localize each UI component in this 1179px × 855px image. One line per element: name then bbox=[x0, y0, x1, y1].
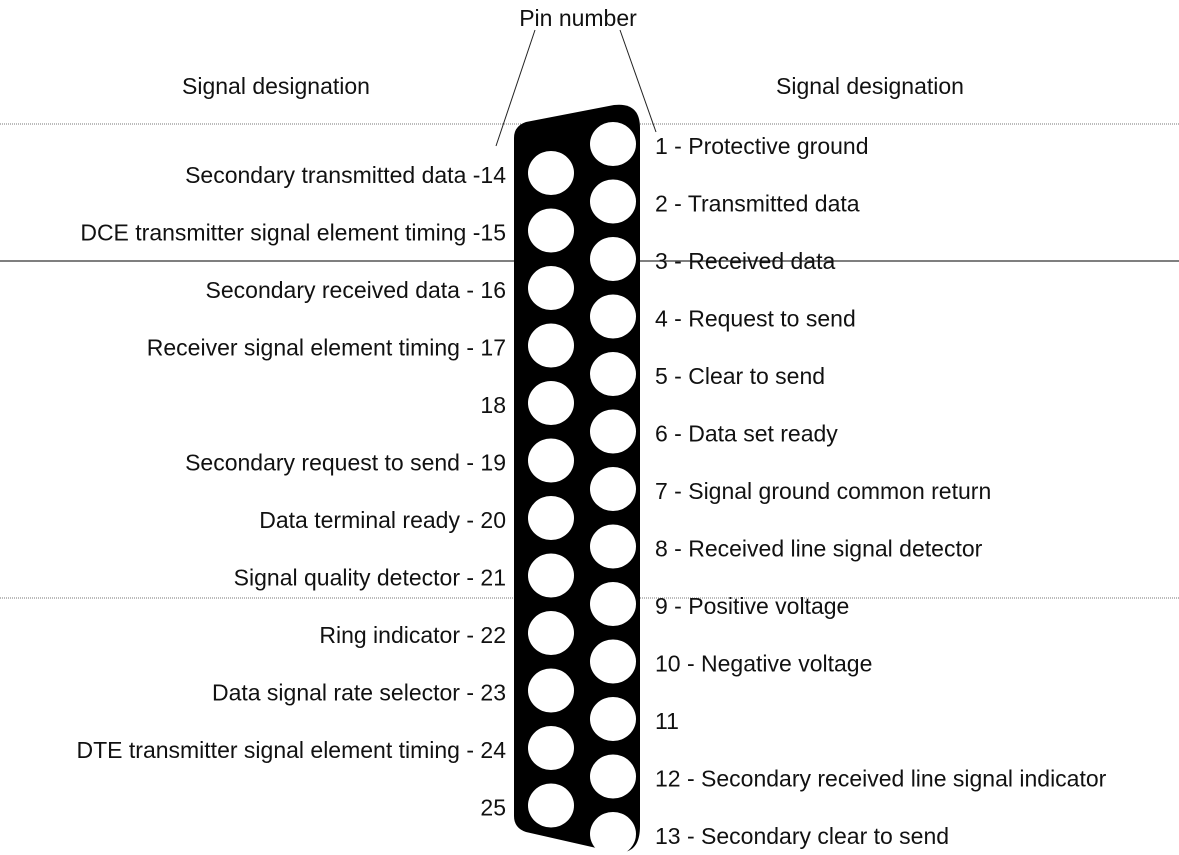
pin-label-17: Receiver signal element timing - 17 bbox=[147, 335, 506, 361]
pin-label-22: Ring indicator - 22 bbox=[319, 622, 506, 648]
pin-16 bbox=[528, 266, 574, 310]
pin-22 bbox=[528, 611, 574, 655]
pin-number-header: Pin number bbox=[519, 5, 637, 31]
pin-number-leader-left bbox=[495, 29, 536, 147]
pin-label-2: 2 - Transmitted data bbox=[655, 191, 860, 217]
pin-15 bbox=[528, 208, 574, 253]
pin-label-18: 18 bbox=[480, 392, 506, 418]
left-signal-designation-header: Signal designation bbox=[182, 73, 370, 99]
pin-6 bbox=[590, 409, 636, 454]
pin-18 bbox=[528, 381, 574, 425]
right-signal-designation-header: Signal designation bbox=[776, 73, 964, 99]
pin-label-7: 7 - Signal ground common return bbox=[655, 478, 991, 504]
pin-label-3: 3 - Received data bbox=[655, 248, 835, 274]
pin-3 bbox=[590, 237, 636, 281]
pin-label-10: 10 - Negative voltage bbox=[655, 651, 872, 677]
pin-9 bbox=[590, 582, 636, 626]
pin-label-13: 13 - Secondary clear to send bbox=[655, 823, 949, 849]
pin-2 bbox=[590, 179, 636, 224]
pin-label-4: 4 - Request to send bbox=[655, 306, 856, 332]
pin-11 bbox=[590, 697, 636, 741]
pin-label-24: DTE transmitter signal element timing - … bbox=[77, 737, 507, 763]
pin-label-16: Secondary received data - 16 bbox=[206, 277, 506, 303]
pin-12 bbox=[590, 754, 636, 799]
pin-4 bbox=[590, 294, 636, 339]
pin-label-12: 12 - Secondary received line signal indi… bbox=[655, 766, 1107, 792]
pin-label-5: 5 - Clear to send bbox=[655, 363, 825, 389]
pin-label-9: 9 - Positive voltage bbox=[655, 593, 849, 619]
pin-21 bbox=[528, 553, 574, 598]
pin-5 bbox=[590, 352, 636, 396]
pin-label-8: 8 - Received line signal detector bbox=[655, 536, 983, 562]
pin-label-25: 25 bbox=[480, 795, 506, 821]
pin-label-20: Data terminal ready - 20 bbox=[259, 507, 506, 533]
pin-1 bbox=[590, 122, 636, 166]
bottom-row-pins bbox=[528, 151, 574, 828]
pin-10 bbox=[590, 639, 636, 684]
pin-label-23: Data signal rate selector - 23 bbox=[212, 680, 506, 706]
pin-label-11: 11 bbox=[655, 708, 679, 734]
pin-8 bbox=[590, 524, 636, 569]
pin-25 bbox=[528, 783, 574, 828]
pin-label-14: Secondary transmitted data -14 bbox=[185, 162, 506, 188]
pin-14 bbox=[528, 151, 574, 195]
pin-label-21: Signal quality detector - 21 bbox=[234, 565, 506, 591]
pin-label-19: Secondary request to send - 19 bbox=[185, 450, 506, 476]
pin-13 bbox=[590, 812, 636, 855]
top-row-labels: 1 - Protective ground 2 - Transmitted dat… bbox=[655, 133, 1107, 849]
pin-23 bbox=[528, 668, 574, 713]
pin-20 bbox=[528, 496, 574, 540]
top-row-pins bbox=[590, 122, 636, 855]
pin-label-15: DCE transmitter signal element timing -1… bbox=[80, 220, 506, 246]
pin-24 bbox=[528, 726, 574, 770]
pin-number-leader-right bbox=[619, 29, 657, 133]
pin-label-6: 6 - Data set ready bbox=[655, 421, 838, 447]
pin-7 bbox=[590, 467, 636, 511]
pin-17 bbox=[528, 323, 574, 368]
pin-label-1: 1 - Protective ground bbox=[655, 133, 869, 159]
pin-19 bbox=[528, 438, 574, 483]
